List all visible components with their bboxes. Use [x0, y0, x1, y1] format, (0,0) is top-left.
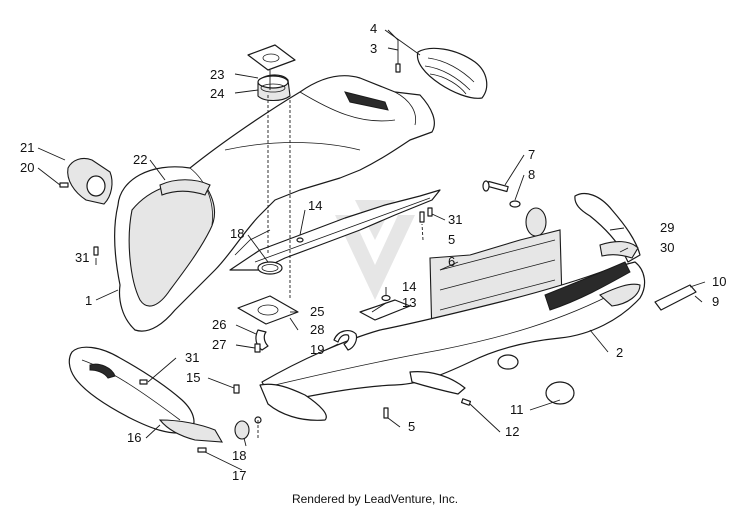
side-body-part-2 [259, 192, 646, 421]
callout-22: 22 [133, 152, 147, 167]
callout-24: 24 [210, 86, 224, 101]
screw-12 [460, 398, 472, 406]
callout-23: 23 [210, 67, 224, 82]
ring-19 [333, 330, 358, 351]
callout-27: 27 [212, 337, 226, 352]
bolt-7 [482, 180, 509, 193]
screw-31-bumper [139, 379, 148, 385]
screw-5-upper [419, 211, 425, 223]
callouts: 4 3 23 24 21 20 22 14 18 31 1 31 5 7 8 6… [20, 21, 726, 483]
washer-14-upper [296, 237, 304, 243]
screw-31-left [93, 246, 99, 256]
callout-14-lower: 14 [402, 279, 416, 294]
callout-12: 12 [505, 424, 519, 439]
callout-15: 15 [186, 370, 200, 385]
screw-17 [197, 447, 207, 453]
callout-25: 25 [310, 304, 324, 319]
callout-16: 16 [127, 430, 141, 445]
callout-8: 8 [528, 167, 535, 182]
plate-13 [359, 299, 411, 321]
callout-31-right: 31 [448, 212, 462, 227]
cap-11 [497, 354, 575, 405]
callout-26: 26 [212, 317, 226, 332]
callout-13: 13 [402, 295, 416, 310]
callout-6: 6 [448, 254, 455, 269]
callout-19: 19 [310, 342, 324, 357]
ring-18-upper [257, 261, 283, 275]
callout-2: 2 [616, 345, 623, 360]
callout-1: 1 [85, 293, 92, 308]
callout-30: 30 [660, 240, 674, 255]
callout-31-left: 31 [75, 250, 89, 265]
callout-5-upper: 5 [448, 232, 455, 247]
front-bumper-16 [68, 346, 224, 443]
clamp-26 [254, 329, 269, 353]
leader-lines [37, 29, 706, 471]
footer-credit: Rendered by LeadVenture, Inc. [291, 492, 459, 506]
callout-11: 11 [510, 402, 524, 417]
callout-14-upper: 14 [308, 198, 322, 213]
callout-17: 17 [232, 468, 246, 483]
pad-18-lower [234, 416, 262, 440]
screw-31-right [427, 207, 433, 217]
screw-20 [59, 182, 69, 188]
callout-9: 9 [712, 294, 719, 309]
screw-15 [233, 384, 240, 394]
callout-18-upper: 18 [230, 226, 244, 241]
screw-3 [395, 63, 401, 73]
screw-5-lower [383, 407, 389, 419]
callout-20: 20 [20, 160, 34, 175]
callout-31-bumper: 31 [185, 350, 199, 365]
bumper-pad-8 [525, 207, 547, 237]
vent-grille-part [416, 47, 488, 99]
callout-4: 4 [370, 21, 377, 36]
callout-10: 10 [712, 274, 726, 289]
gasket-plate-23 [247, 44, 296, 71]
plate-25 [237, 295, 299, 325]
callout-28: 28 [310, 322, 324, 337]
callout-5-lower: 5 [408, 419, 415, 434]
callout-7: 7 [528, 147, 535, 162]
decal-22 [159, 179, 211, 196]
callout-3: 3 [370, 41, 377, 56]
washer-8 [509, 200, 521, 208]
belly-pan-part [114, 75, 441, 332]
washer-14-lower [381, 294, 391, 302]
boot-21 [67, 157, 113, 205]
boot-24 [257, 74, 291, 102]
reflector-10 [654, 284, 697, 311]
callout-21: 21 [20, 140, 34, 155]
callout-29: 29 [660, 220, 674, 235]
callout-18-lower: 18 [232, 448, 246, 463]
